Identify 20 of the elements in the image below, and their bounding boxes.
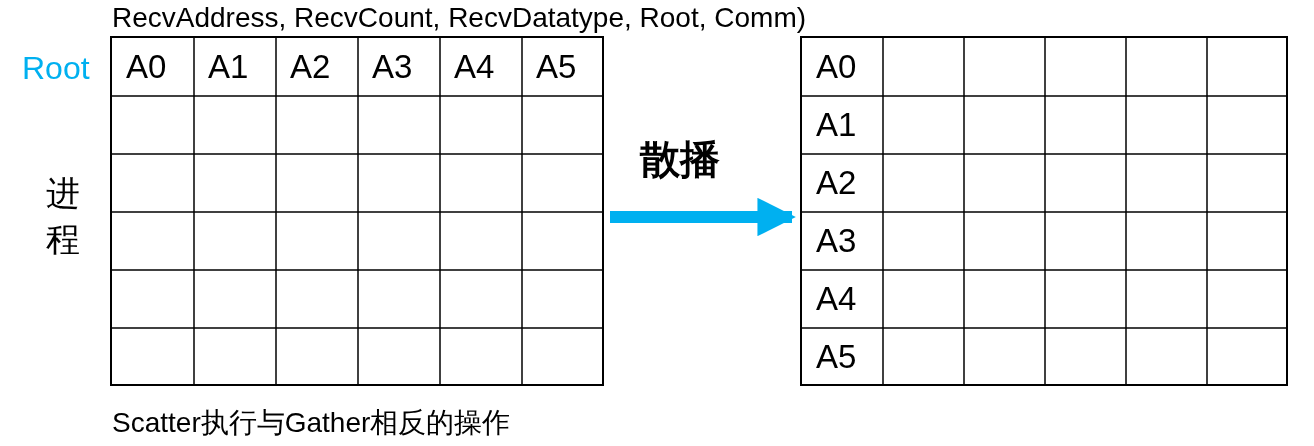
cell-text: A2 bbox=[816, 166, 857, 199]
cell-text: A3 bbox=[816, 224, 857, 257]
cell-text: A4 bbox=[454, 50, 495, 83]
function-signature-text: RecvAddress, RecvCount, RecvDatatype, Root, Comm) bbox=[112, 2, 807, 34]
cell-text: A4 bbox=[816, 282, 857, 315]
cell-text: A0 bbox=[126, 50, 167, 83]
note-text: Scatter执行与Gather相反的操作 bbox=[112, 406, 511, 440]
cell-text: A1 bbox=[816, 108, 857, 141]
edge-label: 散播 bbox=[640, 135, 720, 184]
grid-table bbox=[800, 36, 1288, 386]
cell-text: A1 bbox=[208, 50, 249, 83]
root-label: Root bbox=[22, 50, 90, 87]
cell-text: A3 bbox=[372, 50, 413, 83]
cell-text: A0 bbox=[816, 50, 857, 83]
cell-text: A2 bbox=[290, 50, 331, 83]
arrow bbox=[610, 197, 796, 237]
cell-text: A5 bbox=[536, 50, 577, 83]
axis-label: 进程 bbox=[46, 172, 81, 261]
cell-text: A5 bbox=[816, 340, 857, 373]
grid-table bbox=[110, 36, 604, 386]
